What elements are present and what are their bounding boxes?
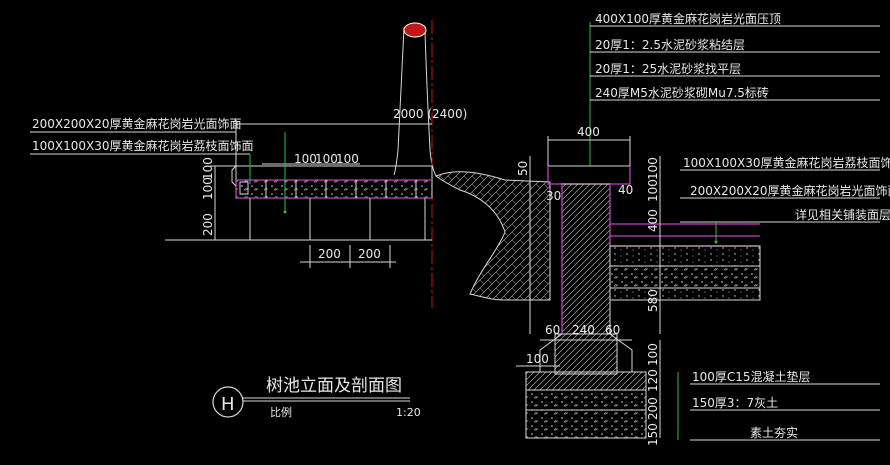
label-top-paving: 200X200X20厚黄金麻花岗岩光面饰面	[32, 116, 242, 131]
soil-mound	[435, 171, 551, 301]
right-label-1: 100X100X30厚黄金麻花岗岩荔枝面饰面	[683, 155, 890, 170]
base-label-1: 100厚C15混凝土垫层	[692, 369, 811, 384]
wall-dim-60b: 60	[605, 323, 620, 337]
width-dim: 2000 (2400)	[393, 107, 467, 121]
section-view	[525, 165, 761, 439]
cap-label-3: 20厚1：25水泥砂浆找平层	[595, 61, 741, 76]
scale-label: 比例	[270, 405, 292, 419]
cap-label-2: 20厚1：2.5水泥砂浆粘结层	[595, 37, 745, 52]
right-label-3: 详见相关铺装面层	[795, 207, 890, 222]
top-dim-400: 400	[577, 125, 600, 139]
right-dim-100a: 100	[646, 157, 660, 180]
dim-580: 580	[646, 289, 660, 312]
footing-dim-left: 100	[526, 352, 549, 366]
dim-40: 40	[618, 183, 633, 197]
wall-dim-60a: 60	[545, 323, 560, 337]
footing-dim-150: 150	[646, 423, 660, 446]
elevation-labels: 200X200X20厚黄金麻花岗岩光面饰面 100X100X30厚黄金麻花岗岩荔…	[30, 116, 287, 214]
cap-label-4: 240厚M5水泥砂浆砌Mu7.5标砖	[595, 85, 769, 100]
title-block: H 树池立面及剖面图 比例 1:20	[212, 376, 421, 419]
right-dim-400: 400	[646, 209, 660, 232]
base-label-2: 150厚3：7灰土	[692, 396, 778, 410]
dim-50: 50	[516, 161, 530, 176]
bottom-seg-2: 200	[358, 247, 381, 261]
right-dim-100b: 100	[646, 179, 660, 202]
base-label-3: 素土夯实	[750, 425, 798, 440]
scale-value: 1:20	[396, 406, 421, 419]
top-seg-3: 100	[336, 152, 359, 166]
section-mark: H	[221, 394, 235, 415]
bottom-seg-1: 200	[318, 247, 341, 261]
label-edge-paving: 100X100X30厚黄金麻花岗岩荔枝面饰面	[32, 138, 254, 153]
drawing-title: 树池立面及剖面图	[266, 376, 402, 396]
dim-30: 30	[546, 189, 561, 203]
cap-label-1: 400X100厚黄金麻花岗岩光面压顶	[595, 11, 781, 26]
tree-trunk	[393, 22, 437, 177]
top-seg-2: 100	[315, 152, 338, 166]
right-label-2: 200X200X20厚黄金麻花岗岩光面饰面	[690, 183, 890, 198]
footing-dim-200: 200	[646, 397, 660, 420]
left-dim-100a: 100	[201, 177, 215, 200]
section-labels: 400X100厚黄金麻花岗岩光面压顶 20厚1：2.5水泥砂浆粘结层 20厚1：…	[589, 11, 890, 441]
elevation-dimensions: 2000 (2400) 100 100 100 200 200 200 100 …	[201, 107, 467, 268]
wall-dim-240: 240	[572, 323, 595, 337]
section-dimensions: 400 50 30 580 40 100 100 400 60 240 60 1…	[516, 125, 661, 446]
left-dim-100b: 100	[201, 157, 215, 180]
left-dim-200: 200	[201, 213, 215, 236]
top-seg-1: 100	[294, 152, 317, 166]
footing-dim-120: 120	[646, 369, 660, 392]
footing-dim-100: 100	[646, 343, 660, 366]
